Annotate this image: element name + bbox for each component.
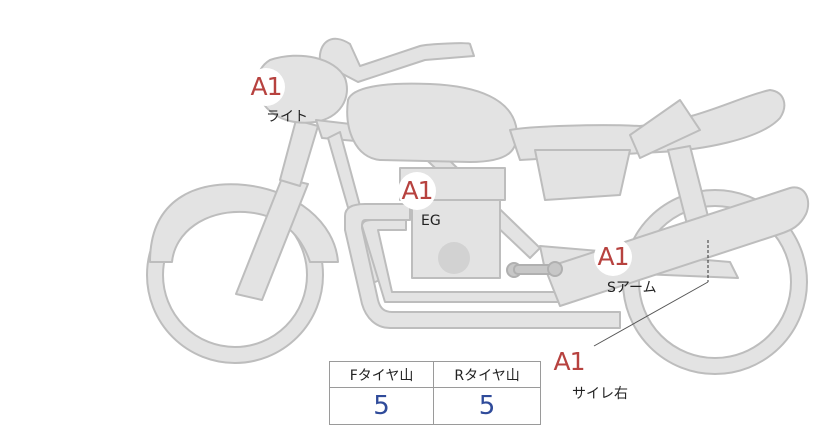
muffler-right-label: サイレ右: [572, 383, 628, 403]
muffler-right-grade-badge: A1: [550, 343, 588, 381]
rear-tire-header: Rタイヤ山: [434, 362, 541, 388]
light-grade-badge: A1: [247, 68, 285, 106]
engine-label: EG: [421, 213, 441, 229]
front-tire-value: 5: [330, 388, 434, 425]
light-label: ライト: [266, 106, 308, 126]
rear-tire-value: 5: [434, 388, 541, 425]
front-tire-header: Fタイヤ山: [330, 362, 434, 388]
tire-tread-table: Fタイヤ山 Rタイヤ山 5 5: [329, 361, 541, 425]
swingarm-grade-badge: A1: [594, 238, 632, 276]
swingarm-label: Sアーム: [607, 277, 657, 297]
engine-grade-badge: A1: [398, 172, 436, 210]
